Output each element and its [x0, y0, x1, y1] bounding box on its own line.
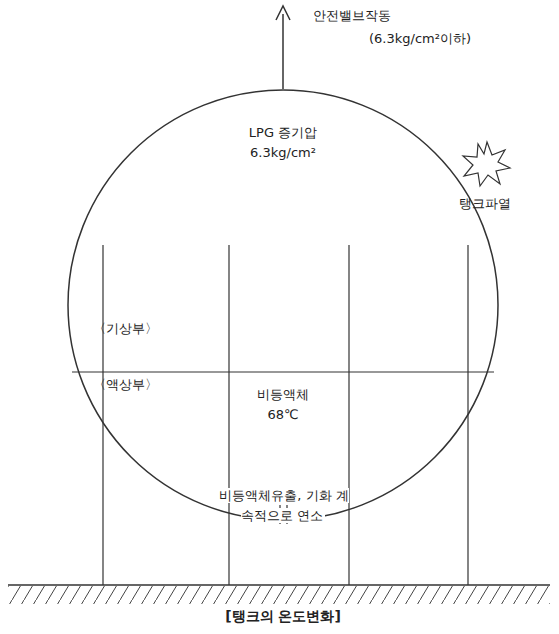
- rupture-burst: [463, 142, 510, 186]
- tank-text: 〈기상부〉: [80, 319, 170, 339]
- note-label: (6.3kg/cm²이하): [345, 29, 495, 49]
- valve-arrow: [282, 14, 284, 89]
- tank-text: 비등액체 68℃: [252, 385, 314, 424]
- note-label: 비등액체유출, 기화 계속적으로 연소: [215, 486, 351, 525]
- liquid-level: [72, 371, 494, 372]
- spherical-tank: LPG 증기압 6.3kg/cm²〈기상부〉탱크파열〈액상부〉비등액체 68℃: [67, 89, 499, 521]
- tank-legs: [103, 245, 468, 585]
- ground-hatch: [8, 586, 550, 604]
- ground-line: [8, 584, 550, 586]
- tank-text: 〈액상부〉: [80, 375, 170, 395]
- note-label: 안전밸브작동: [292, 6, 412, 26]
- tank-text: 탱크파열: [450, 194, 520, 214]
- arrow-head: [276, 6, 290, 20]
- tank-text: LPG 증기압 6.3kg/cm²: [233, 123, 333, 162]
- caption: [탱크의 온도변화]: [183, 606, 383, 627]
